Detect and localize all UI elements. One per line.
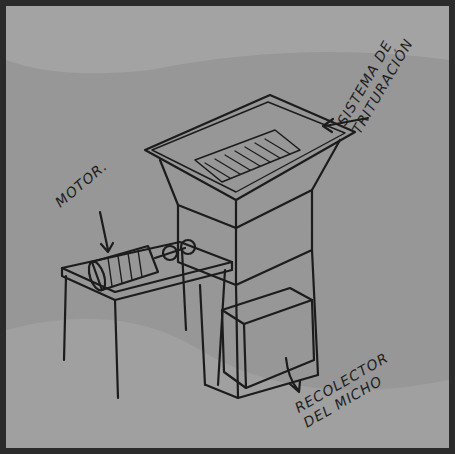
leader-arrow (100, 212, 113, 252)
part-label: SISTEMA DE TRITURACIÓN (334, 23, 419, 137)
hopper-inner (152, 102, 345, 192)
pulley (181, 240, 195, 254)
paper (6, 6, 449, 448)
collector-top (222, 288, 312, 324)
stand-leg (200, 250, 318, 398)
paper-shade (6, 319, 449, 448)
motor-fins (108, 250, 142, 286)
pulley (163, 246, 177, 260)
leader-arrow (286, 358, 300, 392)
motor-end (86, 260, 109, 293)
stand-base (206, 375, 318, 398)
table-edge (62, 262, 232, 300)
part-label: MOTOR. (52, 147, 124, 211)
hopper-rim (145, 95, 355, 200)
crusher-blades (205, 139, 290, 178)
crusher-housing (178, 190, 312, 285)
collector-box (222, 300, 314, 388)
part-label: RECOLECTOR DEL MICHO (292, 346, 406, 431)
table-top (62, 242, 232, 292)
crusher-rotor (195, 130, 300, 182)
